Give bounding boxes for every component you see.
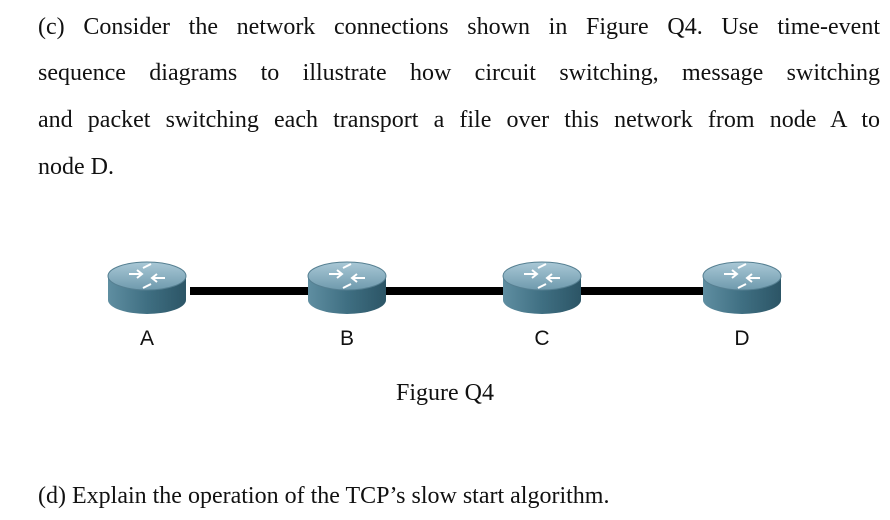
router-a-icon <box>107 261 187 314</box>
router-d-icon <box>702 261 782 314</box>
figure-caption: Figure Q4 <box>396 380 494 406</box>
node-label-a: A <box>140 327 154 350</box>
question-c-line-3: and packet switching each transport a fi… <box>38 107 880 133</box>
node-label-c: C <box>534 327 549 350</box>
router-b-icon <box>307 261 387 314</box>
node-label-d: D <box>734 327 749 350</box>
question-d: (d) Explain the operation of the TCP’s s… <box>38 483 610 509</box>
node-label-b: B <box>340 327 354 350</box>
question-c-line-1: (c) Consider the network connections sho… <box>38 14 880 40</box>
question-c-line-4: node D. <box>38 154 114 180</box>
question-c-line-2: sequence diagrams to illustrate how circ… <box>38 60 880 86</box>
router-c-icon <box>502 261 582 314</box>
